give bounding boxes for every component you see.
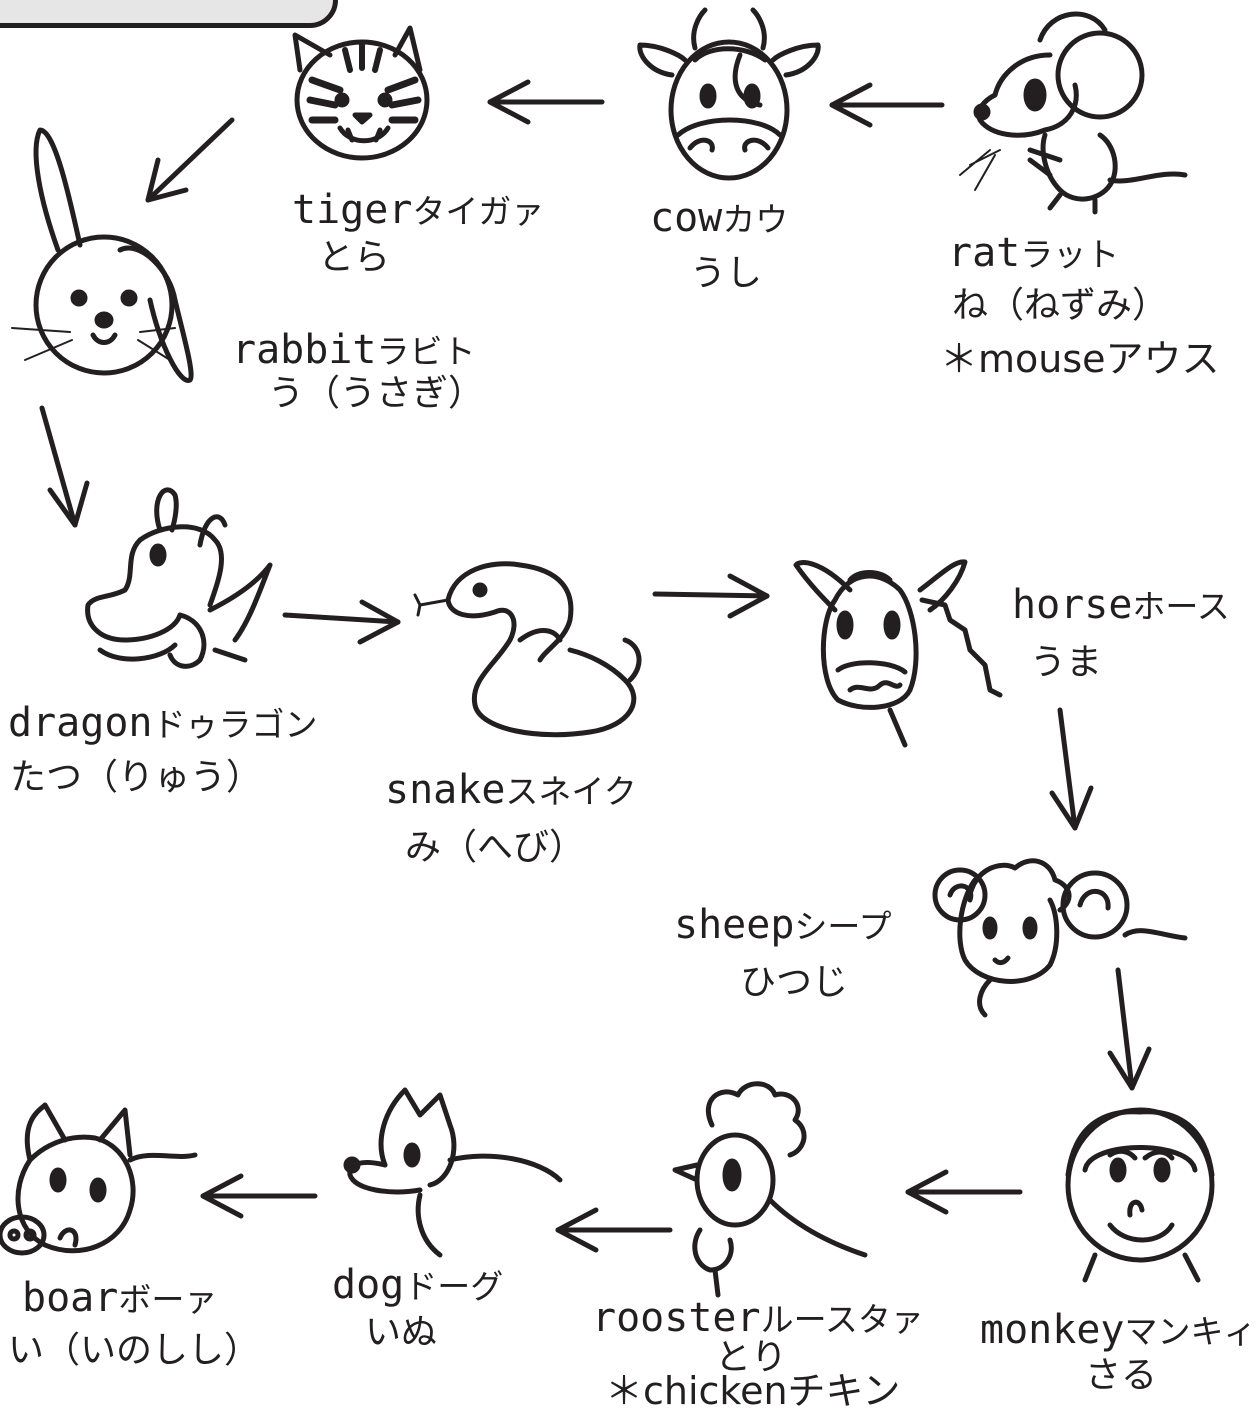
dragon-illustration <box>85 487 273 669</box>
dragon-label: dragonドゥラゴン <box>8 703 318 743</box>
dragon-katakana: ドゥラゴン <box>152 705 318 744</box>
snake-label: snakeスネイク <box>385 770 637 810</box>
horse-label: horseホース <box>1012 585 1230 625</box>
monkey-illustration <box>1065 1107 1215 1283</box>
rabbit-katakana: ラビト <box>376 332 476 371</box>
arrow-horse-to-sheep <box>1049 707 1094 831</box>
boar-japanese: い（いのしし） <box>8 1330 261 1371</box>
arrow-dog-to-boar <box>200 1173 318 1219</box>
dog-katakana: ドーグ <box>404 1267 504 1306</box>
snake-english: snake <box>385 767 506 813</box>
rooster-japanese: とり <box>715 1337 788 1378</box>
rooster-note: ＊chickenチキン <box>605 1372 900 1410</box>
dog-illustration <box>343 1087 563 1258</box>
boar-katakana: ボーァ <box>118 1280 218 1319</box>
rabbit-english: rabbit <box>232 327 377 373</box>
rat-illustration <box>959 11 1188 215</box>
tiger-label: tigerタイガァ <box>292 190 544 230</box>
rat-english: rat <box>948 230 1021 276</box>
sheep-english: sheep <box>674 902 795 948</box>
boar-label: boarボーァ <box>22 1278 217 1318</box>
arrow-rooster-to-dog <box>555 1207 673 1253</box>
sheep-illustration <box>932 858 1188 1018</box>
arrow-cow-to-tiger <box>487 79 605 125</box>
rabbit-illustration <box>11 127 194 383</box>
rooster-note-text: ＊chickenチキン <box>605 1369 901 1413</box>
cow-japanese: うし <box>690 253 763 294</box>
monkey-katakana: マンキィ <box>1124 1312 1256 1351</box>
dragon-japanese: たつ（りゅう） <box>10 757 263 798</box>
rabbit-label: rabbitラビト <box>232 330 476 370</box>
boar-english: boar <box>22 1275 119 1321</box>
monkey-japanese: さる <box>1085 1355 1158 1396</box>
rooster-label: roosterルースタァ <box>592 1298 924 1338</box>
tiger-illustration <box>292 25 430 161</box>
rat-note-text: ＊mouseアウス <box>940 337 1220 381</box>
arrow-snake-to-horse <box>652 573 770 619</box>
cow-english: cow <box>650 195 723 241</box>
snake-japanese: み（へび） <box>405 827 586 868</box>
sheep-label: sheepシープ <box>674 905 891 945</box>
arrow-rat-to-cow <box>829 82 945 128</box>
horse-illustration <box>793 559 1003 748</box>
rat-label: ratラット <box>948 233 1119 273</box>
horse-katakana: ホース <box>1132 587 1230 626</box>
dragon-english: dragon <box>8 700 153 746</box>
arrow-rabbit-to-dragon <box>39 405 90 528</box>
rooster-english: rooster <box>592 1295 761 1341</box>
dog-english: dog <box>332 1262 405 1308</box>
sheep-japanese: ひつじ <box>740 962 849 1003</box>
monkey-label: monkeyマンキィ <box>980 1310 1256 1350</box>
cow-illustration <box>637 7 821 181</box>
rabbit-japanese: う（うさぎ） <box>268 373 485 414</box>
arrow-sheep-to-monkey <box>1107 967 1152 1091</box>
snake-katakana: スネイク <box>505 772 637 811</box>
horse-english: horse <box>1012 582 1133 628</box>
snake-illustration <box>413 561 642 738</box>
monkey-english: monkey <box>980 1307 1125 1353</box>
rat-japanese: ね（ねずみ） <box>952 285 1169 326</box>
dog-label: dogドーグ <box>332 1265 503 1305</box>
rat-katakana: ラット <box>1020 235 1120 274</box>
cow-katakana: カウ <box>722 200 789 239</box>
header-tab <box>0 0 338 28</box>
sheep-katakana: シープ <box>794 907 892 946</box>
rooster-katakana: ルースタァ <box>760 1300 924 1339</box>
cow-label: cowカウ <box>650 198 788 238</box>
tiger-katakana: タイガァ <box>412 192 545 231</box>
tiger-english: tiger <box>292 187 413 233</box>
horse-japanese: うま <box>1030 642 1103 683</box>
rat-note: ＊mouseアウス <box>940 340 1220 378</box>
tiger-japanese: とら <box>318 237 391 278</box>
rooster-illustration <box>672 1081 868 1298</box>
arrow-dragon-to-snake <box>282 599 401 645</box>
arrow-tiger-to-rabbit <box>145 117 235 203</box>
boar-illustration <box>0 1102 198 1256</box>
arrow-monkey-to-rooster <box>905 1169 1023 1215</box>
dog-japanese: いぬ <box>365 1312 438 1353</box>
